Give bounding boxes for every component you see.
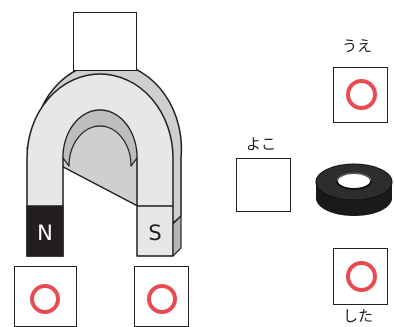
magnet-leg-end-face	[173, 216, 181, 256]
ring-magnet	[312, 150, 394, 220]
answer-box-top	[333, 67, 388, 123]
label-side: よこ	[246, 137, 276, 152]
label-bottom: した	[343, 309, 373, 324]
red-circle-icon	[30, 284, 60, 314]
answer-box-above-magnet	[73, 12, 137, 71]
answer-box-below-s	[134, 266, 189, 327]
answer-box-below-n	[14, 266, 77, 327]
south-pole-label: S	[148, 221, 161, 245]
red-circle-icon	[147, 284, 177, 314]
answer-box-side	[236, 158, 291, 212]
red-circle-icon	[346, 261, 377, 292]
label-top: うえ	[342, 39, 372, 54]
answer-box-bottom	[333, 248, 388, 305]
red-circle-icon	[346, 79, 377, 110]
north-pole-label: N	[37, 221, 53, 245]
